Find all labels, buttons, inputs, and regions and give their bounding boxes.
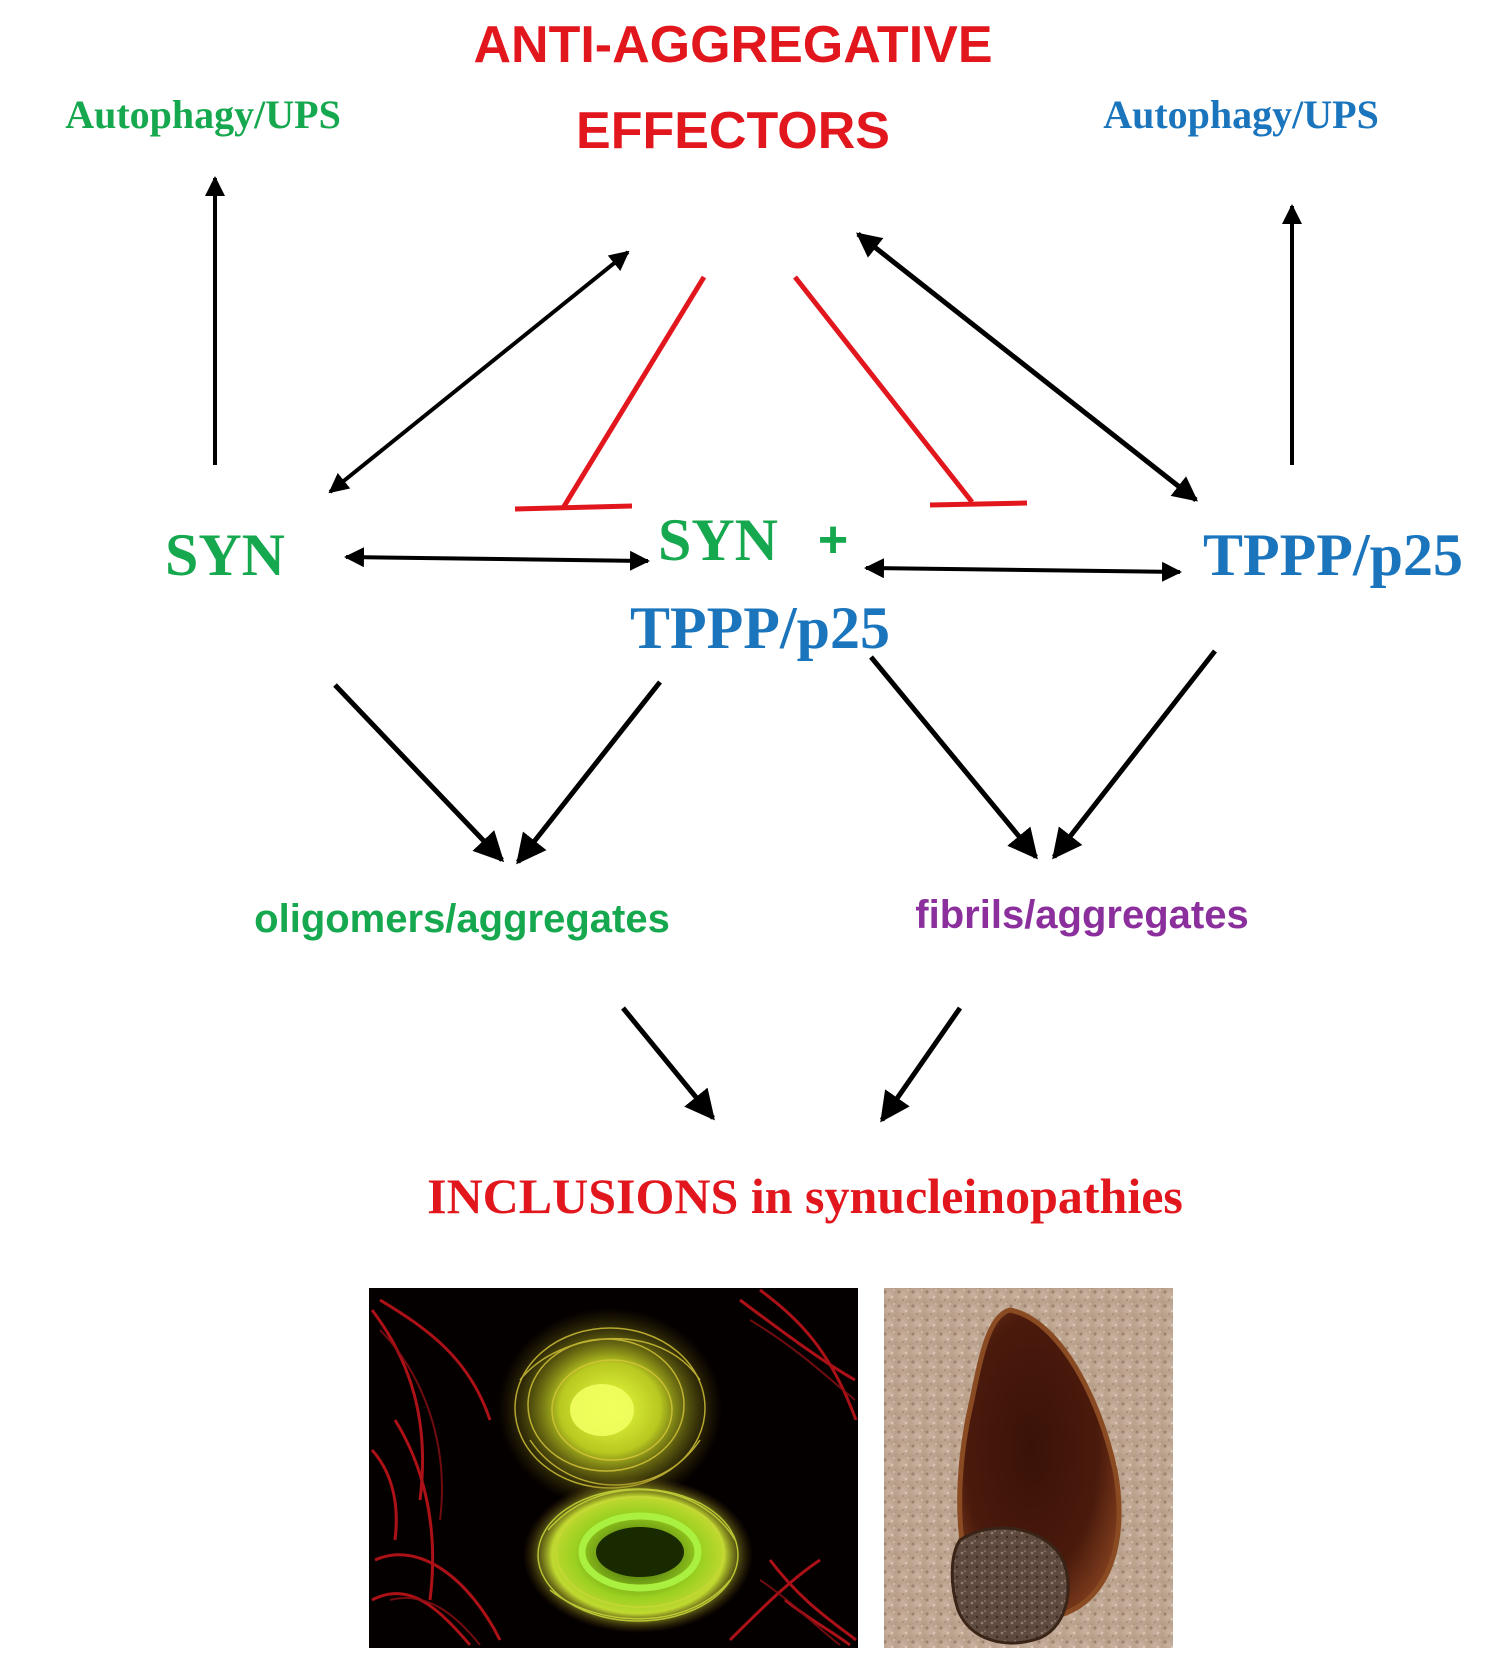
arrow-oligomers-to-inclusions	[621, 1006, 715, 1121]
arrow-syn-effectors	[328, 250, 630, 494]
arrow-syn-complex	[344, 547, 650, 571]
inclusions-label: INCLUSIONS in synucleinopathies	[427, 1168, 1183, 1224]
inhibitor-left	[514, 275, 707, 512]
arrow-syn-to-oligomers	[333, 683, 505, 863]
effectors-title-line2: EFFECTORS	[576, 102, 890, 160]
effectors-title-line1: ANTI-AGGREGATIVE	[473, 16, 992, 74]
complex-node-plus: +	[818, 511, 848, 569]
arrow-fibrils-to-inclusions	[879, 1006, 963, 1123]
fibrils-label: fibrils/aggregates	[915, 893, 1248, 937]
arrows	[205, 176, 1302, 1123]
fluorescence-micrograph	[369, 1288, 858, 1648]
complex-node-tppp: TPPP/p25	[630, 595, 890, 661]
autophagy-right-label: Autophagy/UPS	[1103, 92, 1379, 137]
arrow-tppp-to-fibrils	[1052, 649, 1217, 860]
tppp-node: TPPP/p25	[1203, 522, 1463, 588]
syn-node: SYN	[165, 522, 285, 588]
arrow-complex-to-fibrils	[869, 655, 1038, 860]
complex-node-syn: SYN	[658, 507, 778, 573]
arrow-effectors-tppp	[856, 232, 1198, 502]
inhibitor-right	[793, 275, 1028, 508]
autophagy-left-label: Autophagy/UPS	[65, 92, 341, 137]
arrow-complex-tppp	[864, 558, 1182, 582]
arrow-complex-to-oligomers	[516, 680, 662, 865]
brightfield-micrograph	[884, 1288, 1173, 1648]
oligomers-label: oligomers/aggregates	[254, 897, 670, 941]
inhibitors	[514, 275, 1028, 512]
